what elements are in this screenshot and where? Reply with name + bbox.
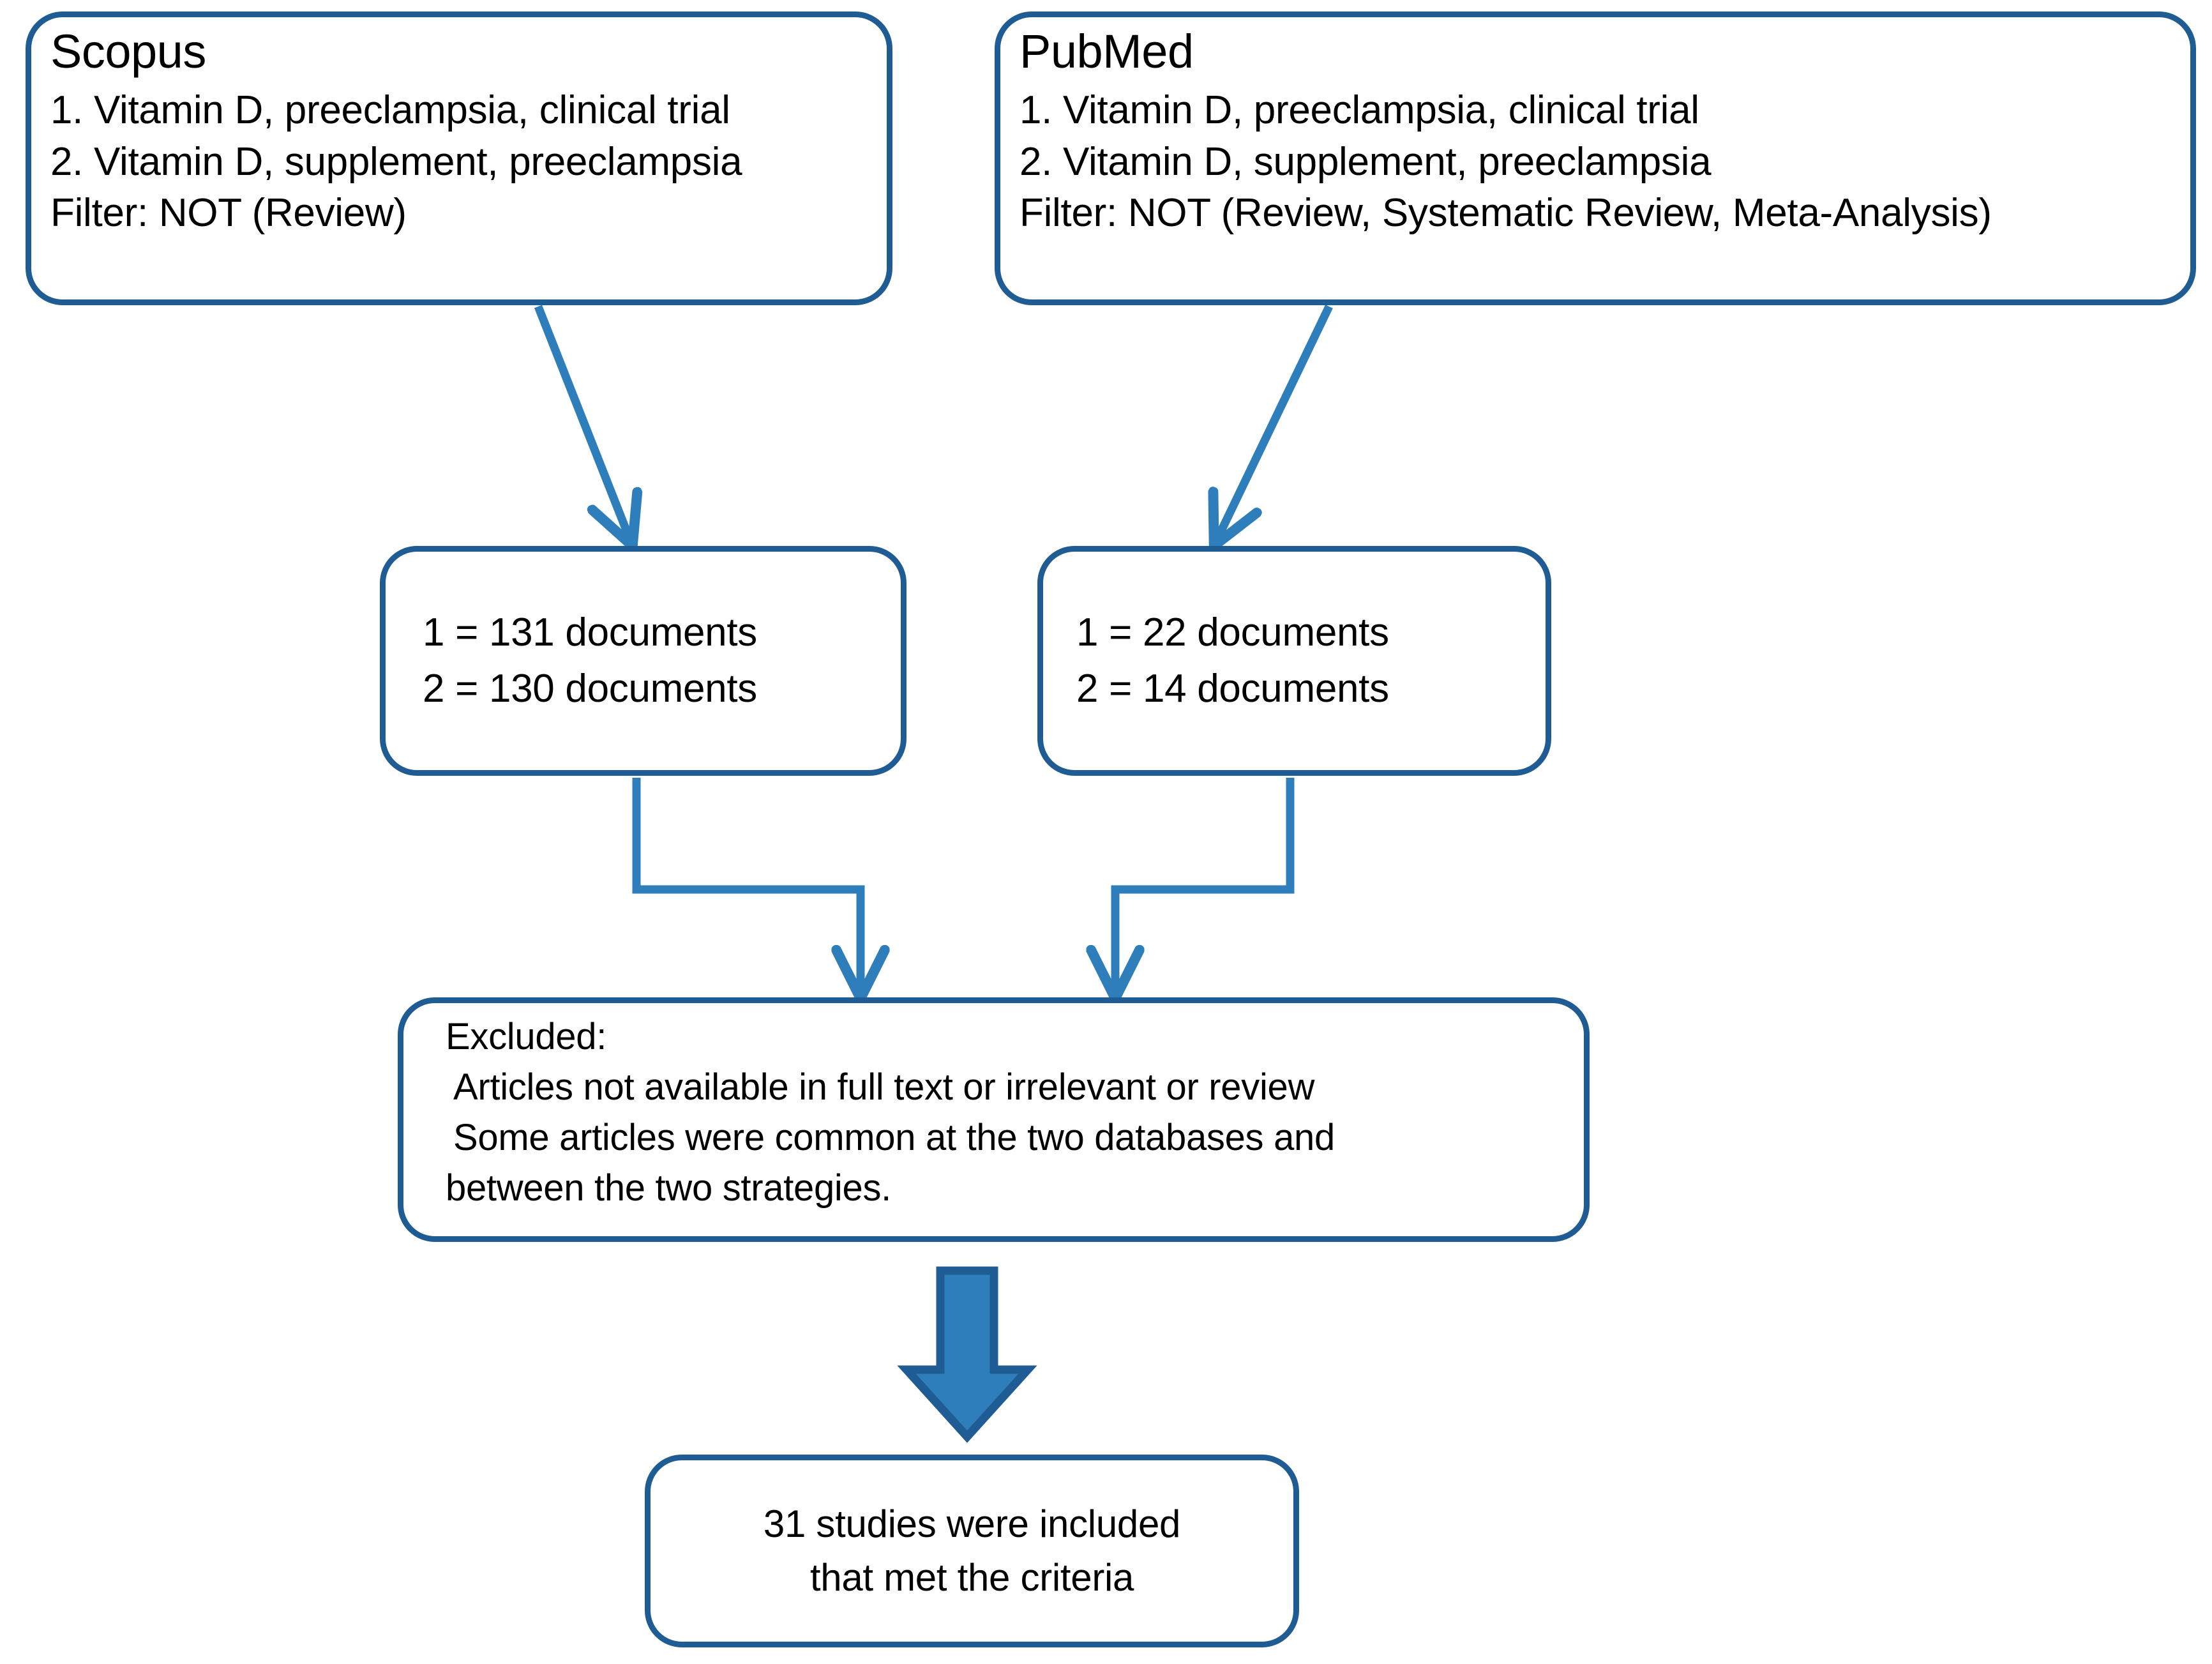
- source-filter-scopus: Filter: NOT (Review): [50, 191, 407, 236]
- results-box-scopus[interactable]: 1 = 131 documents 2 = 130 documents: [380, 546, 907, 776]
- source-query-2-pubmed: 2. Vitamin D, supplement, preeclampsia: [1019, 139, 1712, 184]
- source-query-1-scopus: 1. Vitamin D, preeclampsia, clinical tri…: [50, 88, 730, 133]
- excluded-line-1: Articles not available in full text or i…: [453, 1066, 1315, 1108]
- connector-scopus-to-results: [534, 305, 631, 541]
- source-box-pubmed[interactable]: PubMed 1. Vitamin D, preeclampsia, clini…: [995, 11, 2196, 305]
- results-line-1-scopus: 1 = 131 documents: [423, 610, 757, 654]
- source-query-1-pubmed: 1. Vitamin D, preeclampsia, clinical tri…: [1019, 88, 1699, 133]
- source-title-scopus: Scopus: [50, 25, 206, 78]
- source-query-2-scopus: 2. Vitamin D, supplement, preeclampsia: [50, 139, 742, 184]
- source-filter-pubmed: Filter: NOT (Review, Systematic Review, …: [1019, 191, 1992, 236]
- excluded-box[interactable]: Excluded: Articles not available in full…: [398, 997, 1590, 1242]
- source-box-scopus[interactable]: Scopus 1. Vitamin D, preeclampsia, clini…: [26, 11, 892, 305]
- connector-pubmed-to-results: [1216, 305, 1333, 541]
- included-line-2: that met the criteria: [809, 1556, 1134, 1599]
- excluded-line-2: Some articles were common at the two dat…: [453, 1116, 1335, 1158]
- results-line-2-pubmed: 2 = 14 documents: [1076, 667, 1389, 711]
- included-box[interactable]: 31 studies were included that met the cr…: [645, 1455, 1299, 1647]
- excluded-line-3: between the two strategies.: [446, 1167, 891, 1209]
- block-arrow-excluded-to-included: [897, 1266, 1037, 1443]
- results-line-2-scopus: 2 = 130 documents: [423, 667, 757, 711]
- results-box-pubmed[interactable]: 1 = 22 documents 2 = 14 documents: [1037, 546, 1551, 776]
- results-line-1-pubmed: 1 = 22 documents: [1076, 610, 1389, 654]
- source-title-pubmed: PubMed: [1019, 25, 1194, 78]
- connector-pubmed-results-to-excluded: [1115, 778, 1295, 994]
- excluded-heading: Excluded:: [446, 1016, 607, 1057]
- connector-scopus-results-to-excluded: [632, 778, 861, 994]
- included-line-1: 31 studies were included: [763, 1502, 1181, 1545]
